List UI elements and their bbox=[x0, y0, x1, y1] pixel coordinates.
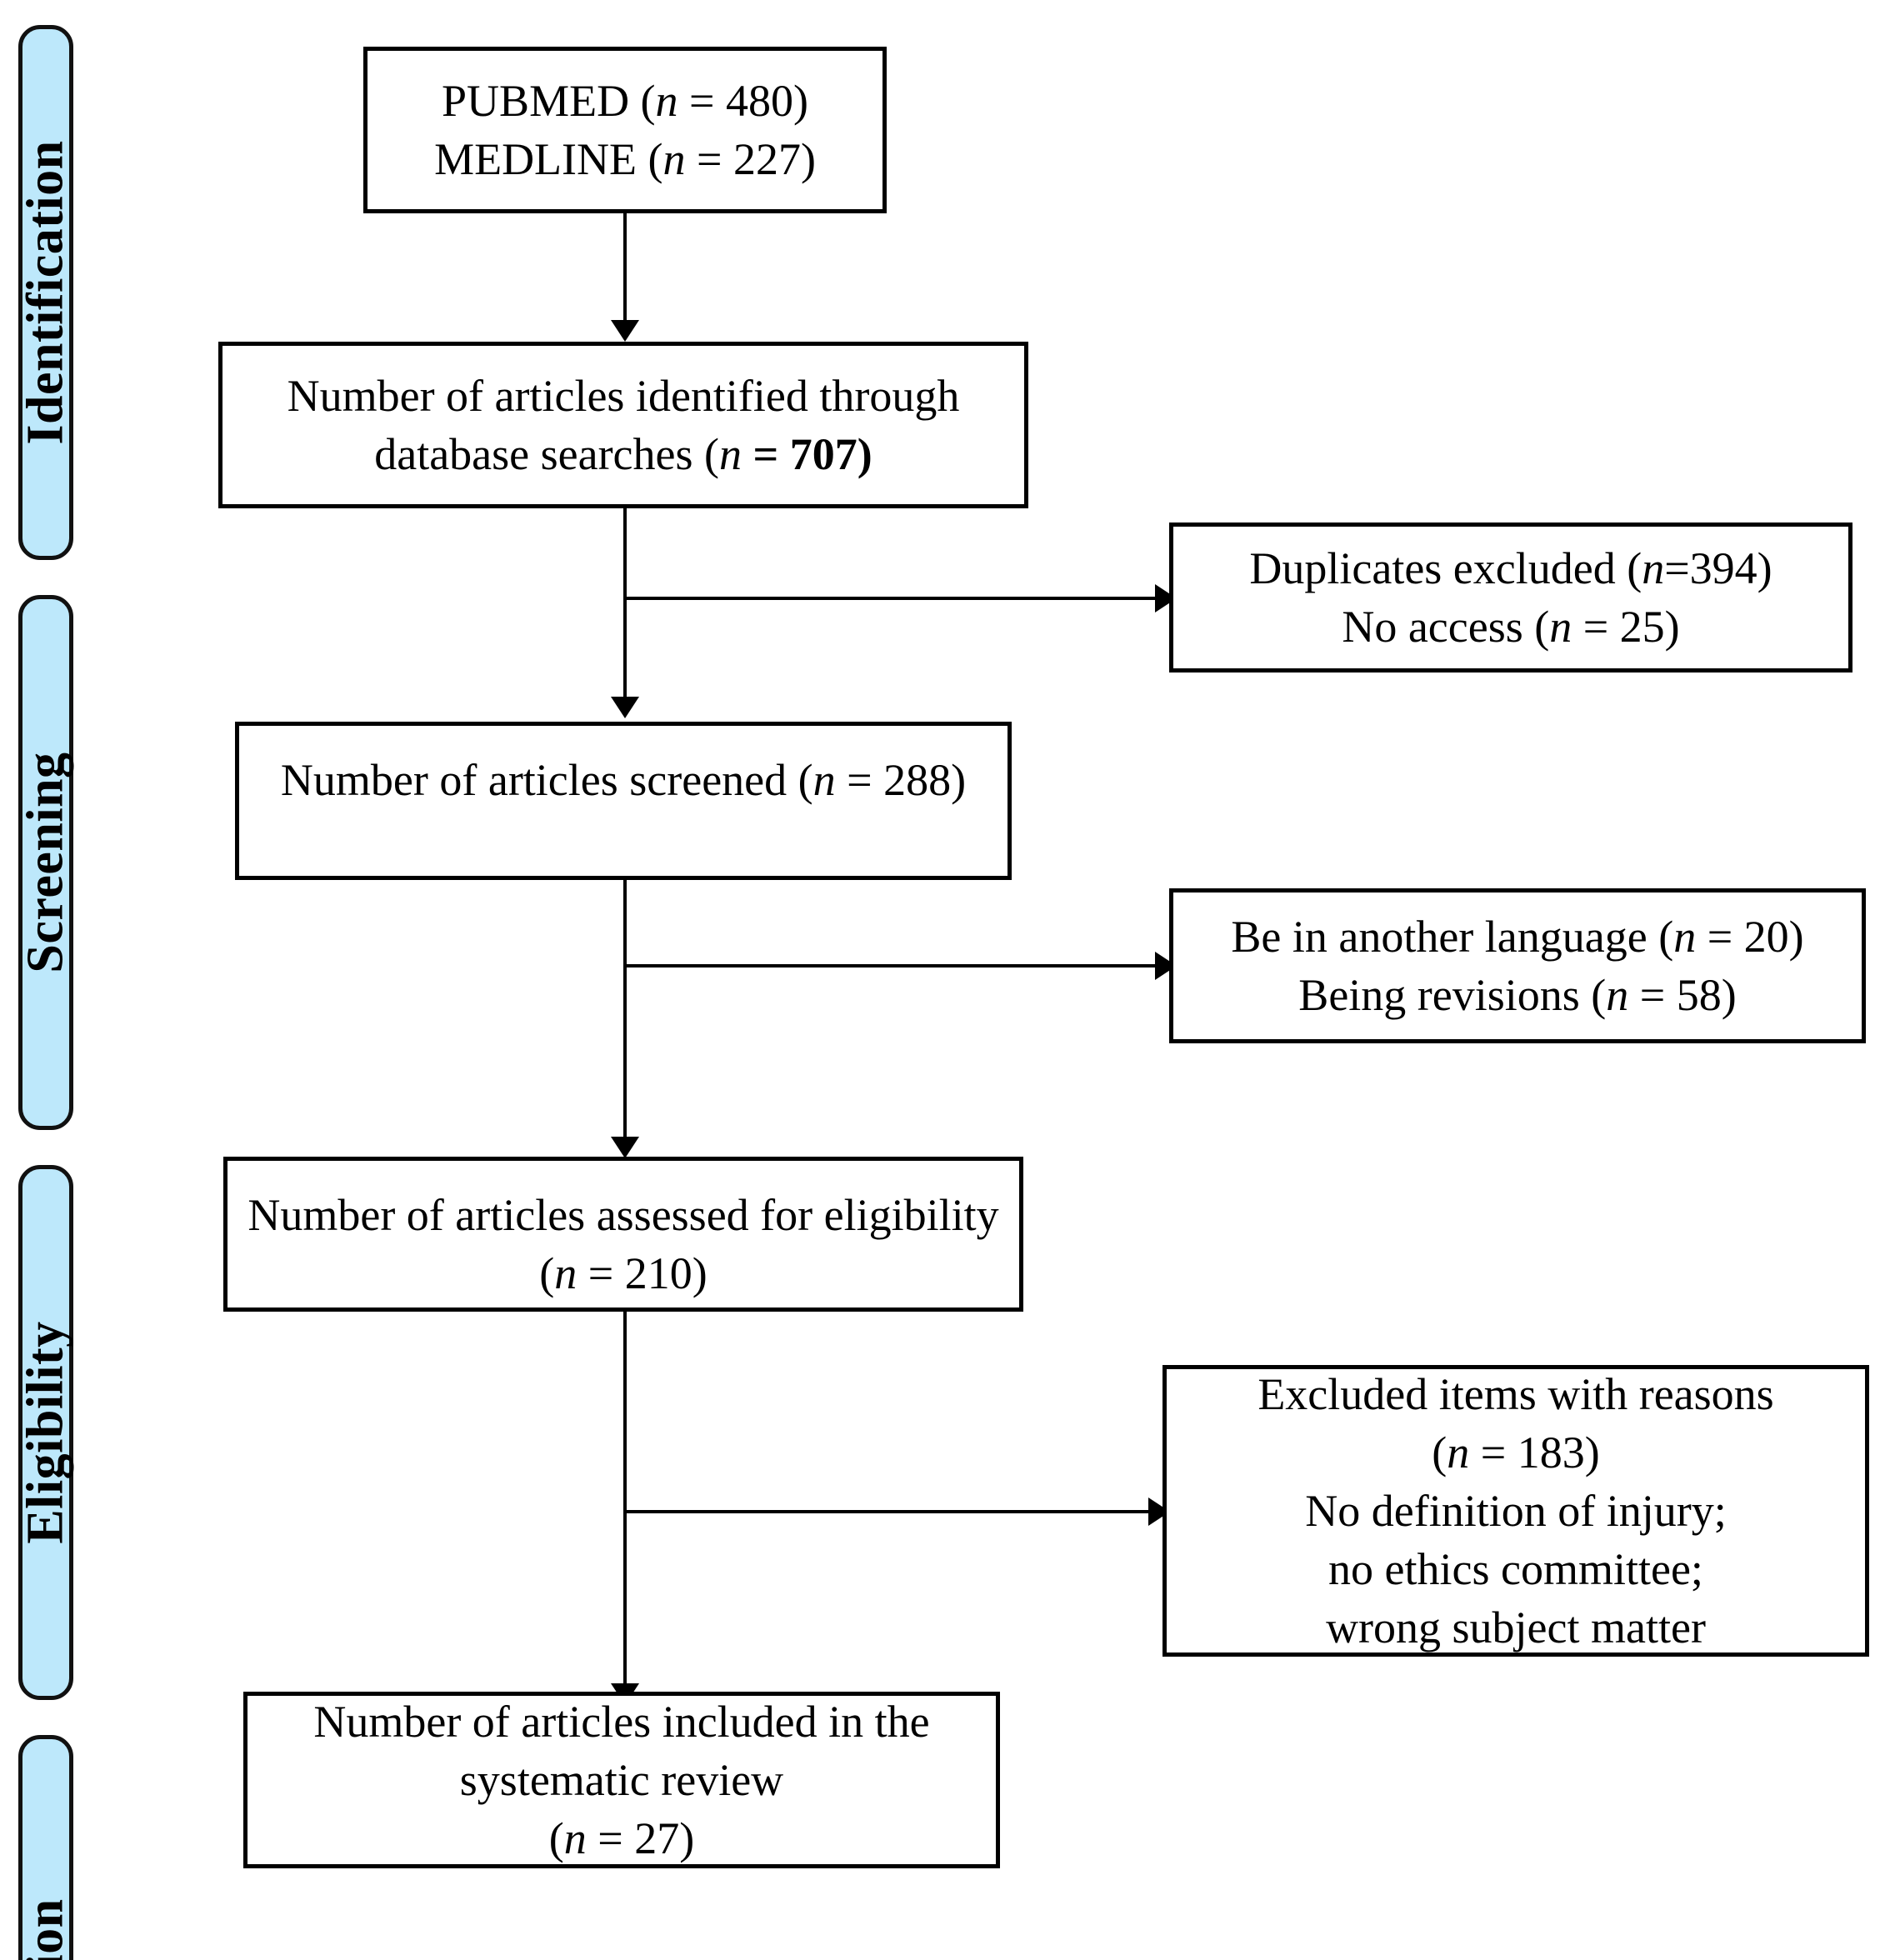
box-duplicates-excluded: Duplicates excluded (n=394)No access (n … bbox=[1169, 522, 1852, 672]
included-value: = 27) bbox=[586, 1813, 695, 1864]
box-articles-identified-text: Number of articles identified through da… bbox=[222, 367, 1024, 483]
revisions-label: Being revisions ( bbox=[1298, 970, 1607, 1020]
language-n-symbol: n bbox=[1673, 911, 1697, 962]
included-line-1: Number of articles included in the bbox=[313, 1696, 930, 1747]
identified-n-symbol: n bbox=[719, 429, 742, 479]
connector-to-duplicates-excluded bbox=[623, 597, 1155, 600]
box-screening-excluded: Be in another language (n = 20)Being rev… bbox=[1169, 888, 1866, 1043]
box-articles-assessed: Number of articles assessed for eligibil… bbox=[223, 1157, 1023, 1312]
arrowhead-identified-to-screened bbox=[611, 697, 639, 718]
connector-to-eligibility-excluded bbox=[623, 1510, 1148, 1513]
box-articles-identified: Number of articles identified through da… bbox=[218, 342, 1028, 508]
stage-label-eligibility: Eligibility bbox=[18, 1321, 74, 1544]
excluded-reasons-title: Excluded items with reasons bbox=[1258, 1368, 1774, 1419]
box-eligibility-excluded-text: Excluded items with reasons (n = 183) No d… bbox=[1242, 1365, 1788, 1658]
identified-label: Number of articles identified through da… bbox=[287, 370, 960, 479]
excluded-reasons-open-paren: ( bbox=[1432, 1427, 1448, 1478]
box-duplicates-excluded-text: Duplicates excluded (n=394)No access (n … bbox=[1234, 539, 1787, 656]
excluded-reason-2: no ethics committee; bbox=[1328, 1544, 1703, 1595]
arrowhead-screened-to-assessed bbox=[611, 1137, 639, 1158]
connector-screened-to-assessed bbox=[623, 880, 627, 1138]
included-n-symbol: n bbox=[563, 1813, 587, 1864]
duplicates-n-symbol: n bbox=[1642, 542, 1665, 593]
arrowhead-sources-to-identified bbox=[611, 320, 639, 342]
box-articles-screened: Number of articles screened (n = 288) bbox=[235, 722, 1012, 880]
connector-assessed-to-included bbox=[623, 1312, 627, 1685]
box-articles-included-text: Number of articles included in the system… bbox=[298, 1692, 944, 1868]
screened-value: = 288) bbox=[835, 755, 967, 805]
stage-label-screening: Screening bbox=[18, 752, 74, 973]
box-databases-text: PUBMED (n = 480)MEDLINE (n = 227) bbox=[419, 72, 831, 188]
connector-to-screening-excluded bbox=[623, 964, 1155, 968]
connector-identified-to-screened bbox=[623, 508, 627, 698]
no-access-label: No access ( bbox=[1342, 602, 1550, 652]
pubmed-value: = 480) bbox=[678, 75, 808, 126]
no-access-value: = 25) bbox=[1572, 602, 1680, 652]
included-open-paren: ( bbox=[548, 1813, 564, 1864]
identified-value: = 707) bbox=[742, 429, 872, 479]
pubmed-label: PUBMED ( bbox=[442, 75, 656, 126]
medline-label: MEDLINE ( bbox=[434, 134, 663, 184]
revisions-n-symbol: n bbox=[1606, 970, 1629, 1020]
excluded-reasons-n-symbol: n bbox=[1447, 1427, 1470, 1478]
screened-n-symbol: n bbox=[812, 755, 836, 805]
excluded-reasons-value: = 183) bbox=[1469, 1427, 1600, 1478]
pubmed-n-symbol: n bbox=[655, 75, 678, 126]
box-articles-screened-text: Number of articles screened (n = 288) bbox=[266, 726, 981, 809]
revisions-value: = 58) bbox=[1628, 970, 1737, 1020]
duplicates-value: =394) bbox=[1664, 542, 1772, 593]
assessed-label: Number of articles assessed for eligibil… bbox=[248, 1190, 999, 1240]
language-label: Be in another language ( bbox=[1231, 911, 1674, 962]
medline-n-symbol: n bbox=[662, 134, 686, 184]
no-access-n-symbol: n bbox=[1549, 602, 1572, 652]
box-articles-assessed-text: Number of articles assessed for eligibil… bbox=[232, 1161, 1013, 1302]
stage-panel-inclusion: Inclusion bbox=[18, 1735, 74, 1960]
assessed-n-symbol: n bbox=[554, 1248, 578, 1299]
stage-panel-eligibility: Eligibility bbox=[18, 1165, 74, 1700]
excluded-reason-1: No definition of injury; bbox=[1305, 1485, 1727, 1536]
stage-label-identification: Identification bbox=[18, 140, 75, 445]
medline-value: = 227) bbox=[685, 134, 816, 184]
stage-panel-screening: Screening bbox=[18, 595, 74, 1130]
screened-label: Number of articles screened ( bbox=[280, 755, 813, 805]
language-value: = 20) bbox=[1696, 911, 1804, 962]
connector-sources-to-identified bbox=[623, 213, 627, 323]
stage-label-inclusion: Inclusion bbox=[18, 1898, 74, 1960]
excluded-reason-3: wrong subject matter bbox=[1326, 1602, 1706, 1653]
stage-panel-identification: Identification bbox=[18, 25, 75, 560]
included-line-2: systematic review bbox=[459, 1754, 784, 1805]
box-databases: PUBMED (n = 480)MEDLINE (n = 227) bbox=[363, 47, 887, 213]
duplicates-label: Duplicates excluded ( bbox=[1249, 542, 1642, 593]
assessed-value: = 210) bbox=[577, 1248, 708, 1299]
box-screening-excluded-text: Be in another language (n = 20)Being rev… bbox=[1216, 908, 1818, 1024]
box-eligibility-excluded: Excluded items with reasons (n = 183) No d… bbox=[1162, 1365, 1869, 1657]
box-articles-included: Number of articles included in the system… bbox=[243, 1692, 1000, 1868]
assessed-open-paren: ( bbox=[539, 1248, 555, 1299]
